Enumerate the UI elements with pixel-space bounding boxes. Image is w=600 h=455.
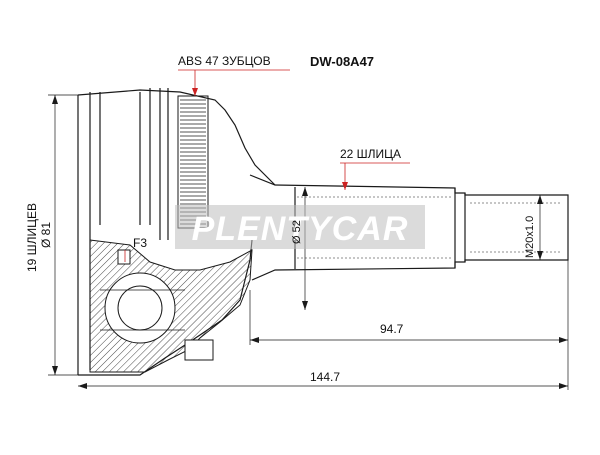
part-number: DW-08A47 [310, 54, 374, 69]
watermark: PLENTYCAR [175, 205, 425, 249]
dimension-arrows [52, 95, 568, 389]
abs-label: ABS 47 ЗУБЦОВ [178, 54, 271, 68]
shaft [249, 174, 569, 281]
thread-label: M20x1.0 [524, 216, 536, 258]
shaft-diameter-label: Ø 52 [291, 220, 303, 244]
length-total-label: 144.7 [310, 370, 340, 384]
section-view [89, 239, 253, 373]
shaft-splines [297, 196, 560, 259]
outer-splines-label: 22 ШЛИЦА [340, 147, 401, 161]
length-shaft-label: 94.7 [380, 322, 404, 336]
flange-label: F3 [133, 236, 147, 250]
outer-diameter-label: Ø 81 [39, 222, 53, 248]
watermark-text: PLENTYCAR [192, 210, 409, 248]
leader-arrows [192, 88, 348, 190]
inner-splines-label: 19 ШЛИЦЕВ [25, 203, 39, 272]
